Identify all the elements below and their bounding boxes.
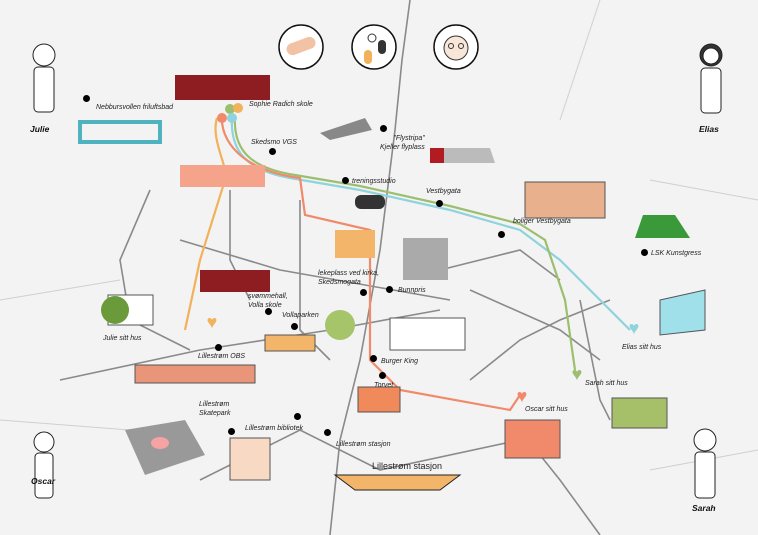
poi-dot[interactable] bbox=[291, 323, 298, 330]
heart-elias-icon: ♥ bbox=[629, 318, 640, 338]
label-burger-king: Burger King bbox=[381, 358, 418, 365]
label-treningsstudio: treningsstudio bbox=[352, 178, 396, 185]
label-lillestrom-stasjon: Lillestrøm stasjon bbox=[336, 441, 391, 448]
label-lsk-kunstgress: LSK Kunstgress bbox=[651, 250, 702, 257]
label-julie-hus: Julie sitt hus bbox=[103, 335, 142, 342]
poi-dot[interactable] bbox=[215, 344, 222, 351]
svommehall-building bbox=[200, 270, 270, 292]
elderly-face-icon bbox=[433, 24, 479, 70]
label-skatepark-line2: Skatepark bbox=[199, 410, 231, 417]
label-sophie-radich: Sophie Radich skole bbox=[249, 101, 313, 108]
label-vollaparken: Vollaparken bbox=[282, 312, 319, 319]
oscar-house bbox=[504, 419, 561, 459]
oscar-figure bbox=[33, 431, 55, 499]
label-flystripa: "Flystripa" Kjeller flyplass bbox=[380, 134, 425, 152]
dumbbell bbox=[355, 195, 385, 209]
label-svommehall-line2: Volla skole bbox=[248, 302, 282, 309]
bunnpris-building bbox=[403, 238, 448, 280]
label-boliger-vestbygata: boliger Vestbygata bbox=[513, 218, 571, 225]
sarah-figure bbox=[693, 428, 717, 499]
elias-figure bbox=[699, 43, 723, 114]
label-lekeplass-line1: lekeplass ved kirka, bbox=[318, 270, 380, 277]
label-lekeplass: lekeplass ved kirka, Skedsmogata bbox=[318, 269, 379, 287]
boliger-vestbygata-building bbox=[524, 181, 606, 219]
label-flystripa-line2: Kjeller flyplass bbox=[380, 144, 425, 151]
sarah-house bbox=[611, 397, 668, 429]
character-name-oscar: Oscar bbox=[31, 476, 56, 486]
poi-dot[interactable] bbox=[342, 177, 349, 184]
label-lillestrom-obs: Lillestrøm OBS bbox=[198, 353, 246, 360]
elias-house bbox=[659, 289, 706, 336]
label-lekeplass-line2: Skedsmogata bbox=[318, 279, 361, 286]
poi-dot[interactable] bbox=[83, 95, 90, 102]
route-sarah bbox=[233, 115, 577, 371]
label-nebbursvollen: Nebbursvollen friluftsbad bbox=[96, 104, 174, 111]
label-oscar-hus: Oscar sitt hus bbox=[525, 406, 568, 413]
obs-building bbox=[134, 364, 256, 384]
station-roof bbox=[333, 474, 462, 491]
jet-plane bbox=[320, 118, 372, 140]
poi-dot[interactable] bbox=[269, 148, 276, 155]
poi-dot[interactable] bbox=[498, 231, 505, 238]
label-bibliotek: Lillestrøm bibliotek bbox=[245, 425, 303, 432]
heart-oscar-icon: ♥ bbox=[517, 386, 528, 406]
poi-dot[interactable] bbox=[380, 125, 387, 132]
label-svommehall: svømmehall, Volla skole bbox=[248, 292, 288, 310]
character-name-sarah: Sarah bbox=[692, 503, 716, 513]
station-sign: Lillestrøm stasjon bbox=[372, 461, 443, 471]
label-skedsmo-vgs: Skedsmo VGS bbox=[251, 139, 297, 146]
poi-dot[interactable] bbox=[324, 429, 331, 436]
character-name-elias: Elias bbox=[699, 124, 719, 134]
heart-sarah-icon: ♥ bbox=[572, 364, 583, 384]
vollaparken-building bbox=[264, 334, 316, 352]
poi-dot[interactable] bbox=[386, 286, 393, 293]
poi-dot[interactable] bbox=[379, 372, 386, 379]
bandage-icon bbox=[278, 24, 324, 70]
character-name-julie: Julie bbox=[30, 124, 50, 134]
bibliotek-building bbox=[229, 437, 271, 481]
label-bunnpris: Bunnpris bbox=[398, 287, 426, 294]
heart-julie-icon: ♥ bbox=[207, 312, 218, 332]
poi-dot[interactable] bbox=[265, 308, 272, 315]
poi-dot[interactable] bbox=[228, 428, 235, 435]
church-building bbox=[335, 230, 375, 258]
poi-dot[interactable] bbox=[294, 413, 301, 420]
skedsmo-vgs-building bbox=[180, 165, 265, 187]
julie-figure bbox=[32, 43, 56, 113]
poi-dot[interactable] bbox=[436, 200, 443, 207]
label-torvet: Torvet bbox=[374, 382, 394, 389]
route-julie bbox=[183, 117, 227, 331]
poi-dot[interactable] bbox=[370, 355, 377, 362]
tree bbox=[325, 310, 355, 340]
poi-dot[interactable] bbox=[360, 289, 367, 296]
burger-king-building bbox=[389, 317, 466, 351]
label-skatepark-line1: Lillestrøm bbox=[199, 401, 230, 408]
football-field bbox=[635, 215, 690, 238]
label-svommehall-line1: svømmehall, bbox=[248, 293, 288, 300]
label-vestbygata: Vestbygata bbox=[426, 188, 461, 195]
poi-dot[interactable] bbox=[641, 249, 648, 256]
sophie-radich-school-building bbox=[175, 75, 270, 100]
label-sarah-hus: Sarah sitt hus bbox=[585, 380, 628, 387]
label-flystripa-line1: "Flystripa" bbox=[393, 135, 425, 142]
torvet-building bbox=[357, 386, 401, 413]
label-elias-hus: Elias sitt hus bbox=[622, 344, 662, 351]
airstrip bbox=[430, 148, 495, 163]
water-slide bbox=[78, 120, 162, 144]
pills-icon bbox=[351, 24, 397, 70]
